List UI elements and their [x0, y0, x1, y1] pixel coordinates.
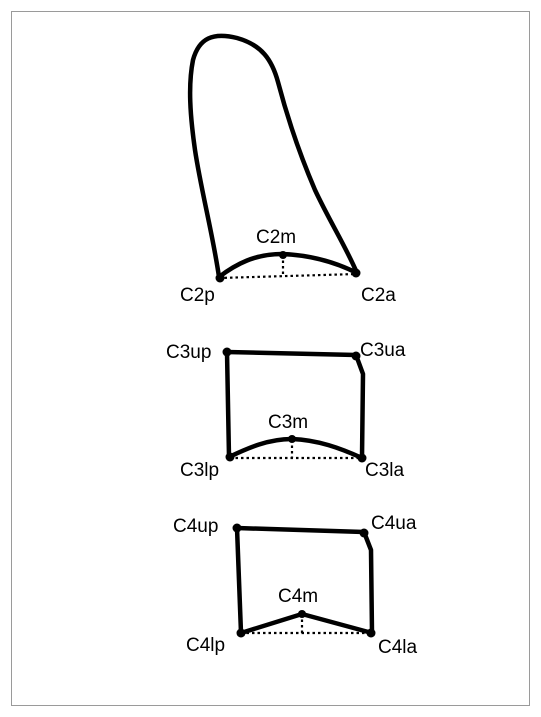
- c4la-point: [366, 628, 376, 638]
- c2p-point: [215, 273, 225, 283]
- c3-vertebra: C3up C3ua C3m C3lp C3la: [166, 340, 406, 481]
- c2m-label: C2m: [256, 227, 296, 248]
- c4-vertebra: C4up C4ua C4m C4lp C4la: [173, 513, 418, 658]
- c3-outline: [224, 349, 366, 461]
- c2a-point: [351, 268, 361, 278]
- c4la-label: C4la: [378, 637, 418, 658]
- c3ua-point: [351, 351, 361, 361]
- c3up-label: C3up: [166, 342, 211, 363]
- c4lp-label: C4lp: [186, 635, 225, 656]
- c2p-label: C2p: [180, 285, 215, 306]
- c3la-point: [357, 453, 367, 463]
- c4ua-point: [359, 528, 369, 538]
- c3la-label: C3la: [365, 460, 405, 481]
- c4ua-label: C4ua: [371, 513, 417, 534]
- figure-canvas: [27, 23, 514, 663]
- c3ua-label: C3ua: [360, 340, 406, 361]
- c2m-point: [279, 251, 287, 259]
- c3m-point: [288, 435, 296, 443]
- c4-outline: [234, 525, 375, 636]
- c4lp-point: [236, 628, 246, 638]
- c4up-label: C4up: [173, 516, 218, 537]
- c4up-point: [232, 523, 242, 533]
- c3lp-point: [225, 452, 235, 462]
- c2-outline: [187, 33, 360, 280]
- c2-baseline: [218, 272, 358, 280]
- c3m-label: C3m: [268, 412, 308, 433]
- c4m-point: [298, 610, 306, 618]
- c3up-point: [222, 347, 232, 357]
- c2-vertebra: C2m C2p C2a: [180, 33, 396, 306]
- c3lp-label: C3lp: [180, 460, 219, 481]
- c4m-label: C4m: [278, 586, 318, 607]
- c2a-label: C2a: [361, 285, 396, 306]
